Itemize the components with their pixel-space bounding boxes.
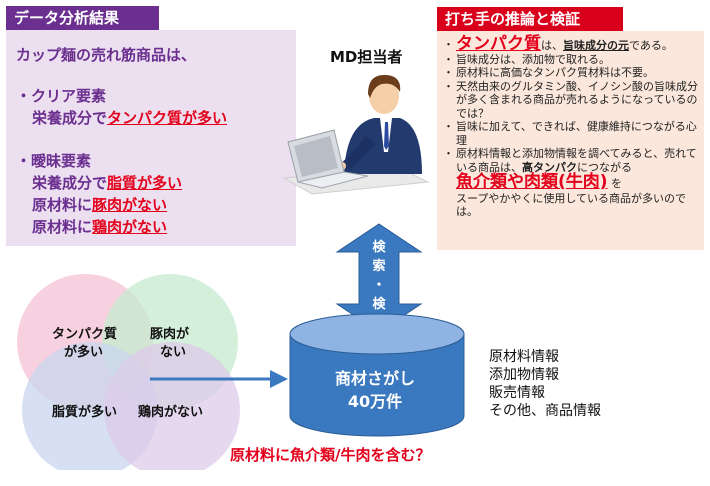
arrow-char-2: 索 — [372, 259, 386, 274]
protein-emphasis: タンパク質 — [456, 34, 541, 54]
hypothesis-item-6-post: につながる — [577, 160, 632, 174]
hypothesis-item-6-pre: 原材料情報と添加物情報を調べてみると、売れている商品は、 — [456, 147, 697, 174]
hypothesis-item-6-after: を — [611, 177, 623, 190]
hypothesis-item-1-mid: は、 — [541, 39, 563, 52]
vague-line-2-emphasis: 豚肉がない — [92, 196, 168, 214]
hypothesis-item-1-end: である。 — [629, 39, 673, 52]
seafood-meat-emphasis: 魚介類や肉類(牛肉) — [456, 172, 608, 192]
hypothesis-item-6: 原材料情報と添加物情報を調べてみると、売れている商品は、高タンパクにつながる 魚… — [443, 147, 699, 219]
seafood-meat-row: 魚介類や肉類(牛肉) を — [456, 174, 699, 191]
vague-line-3-emphasis: 鶏肉がない — [92, 218, 168, 236]
analysis-result-panel: カップ麺の売れ筋商品は、 ・クリア要素 栄養成分でタンパク質が多い ・曖昧要素 … — [6, 30, 296, 246]
clear-element-heading: ・クリア要素 — [16, 87, 107, 105]
info-other: その他、商品情報 — [489, 403, 601, 419]
venn-circle-chicken — [104, 342, 240, 470]
info-ingredients: 原材料情報 — [489, 349, 559, 365]
vague-line-2-prefix: 原材料に — [32, 196, 93, 214]
vague-element-heading: ・曖昧要素 — [16, 152, 92, 170]
venn-label-protein-2: が多い — [64, 345, 104, 360]
hypothesis-panel: タンパク質は、旨味成分の元である。 旨味成分は、添加物で取れる。 原材料に高価な… — [437, 31, 704, 250]
venn-to-database-arrow — [150, 370, 288, 388]
clear-element-line: 栄養成分でタンパク質が多い — [32, 107, 227, 128]
database-count: 40万件 — [347, 392, 403, 411]
info-sales: 販売情報 — [489, 385, 545, 401]
arrow-char-1: 検 — [372, 240, 386, 255]
vague-element-line-1: 栄養成分で脂質が多い — [32, 172, 182, 193]
vague-line-1-prefix: 栄養成分で — [32, 174, 108, 192]
high-protein-emphasis: 高タンパク — [522, 160, 577, 174]
vague-element-line-3: 原材料に鶏肉がない — [32, 216, 167, 237]
hypothesis-item-4: 天然由来のグルタミン酸、イノシン酸の旨味成分が多く含まれる商品が売れるようになっ… — [443, 80, 699, 121]
analysis-result-tag: データ分析結果 — [6, 6, 159, 30]
clear-line-emphasis: タンパク質が多い — [107, 109, 228, 127]
vague-element-line-2: 原材料に豚肉がない — [32, 194, 167, 215]
hypothesis-item-3: 原材料に高価なタンパク質材料は不要。 — [443, 66, 699, 80]
arrow-char-3: ・ — [372, 278, 386, 293]
arrow-char-4: 検 — [372, 297, 386, 312]
hypothesis-item-1: タンパク質は、旨味成分の元である。 — [443, 36, 699, 53]
vague-line-3-prefix: 原材料に — [32, 218, 93, 236]
info-additives: 添加物情報 — [489, 367, 559, 383]
venn-label-pork-2: ない — [160, 345, 187, 360]
md-person-illustration — [282, 74, 430, 195]
analysis-intro: カップ麺の売れ筋商品は、 — [16, 46, 197, 64]
hypothesis-list: タンパク質は、旨味成分の元である。 旨味成分は、添加物で取れる。 原材料に高価な… — [443, 36, 699, 219]
clear-line-prefix: 栄養成分で — [32, 109, 108, 127]
seafood-beef-question: 原材料に魚介類/牛肉を含む？ — [230, 446, 431, 464]
product-database-cylinder — [289, 313, 465, 437]
venn-label-fat: 脂質が多い — [52, 405, 118, 420]
hypothesis-tag: 打ち手の推論と検証 — [437, 7, 623, 31]
hypothesis-item-6-end: スープやかやくに使用している商品が多いのでは。 — [456, 191, 687, 219]
vague-line-1-emphasis: 脂質が多い — [107, 174, 183, 192]
database-title: 商材さがし — [334, 369, 415, 388]
md-person-label: MD担当者 — [330, 48, 403, 66]
hypothesis-item-2: 旨味成分は、添加物で取れる。 — [443, 53, 699, 67]
umami-source-emphasis: 旨味成分の元 — [563, 39, 629, 52]
venn-label-pork-1: 豚肉が — [150, 327, 190, 342]
venn-label-protein-1: タンパク質 — [52, 327, 118, 342]
hypothesis-item-5: 旨味に加えて、できれば、健康維持につながる心理 — [443, 120, 699, 147]
venn-label-chicken: 鶏肉がない — [138, 405, 204, 420]
venn-diagram — [17, 274, 240, 470]
